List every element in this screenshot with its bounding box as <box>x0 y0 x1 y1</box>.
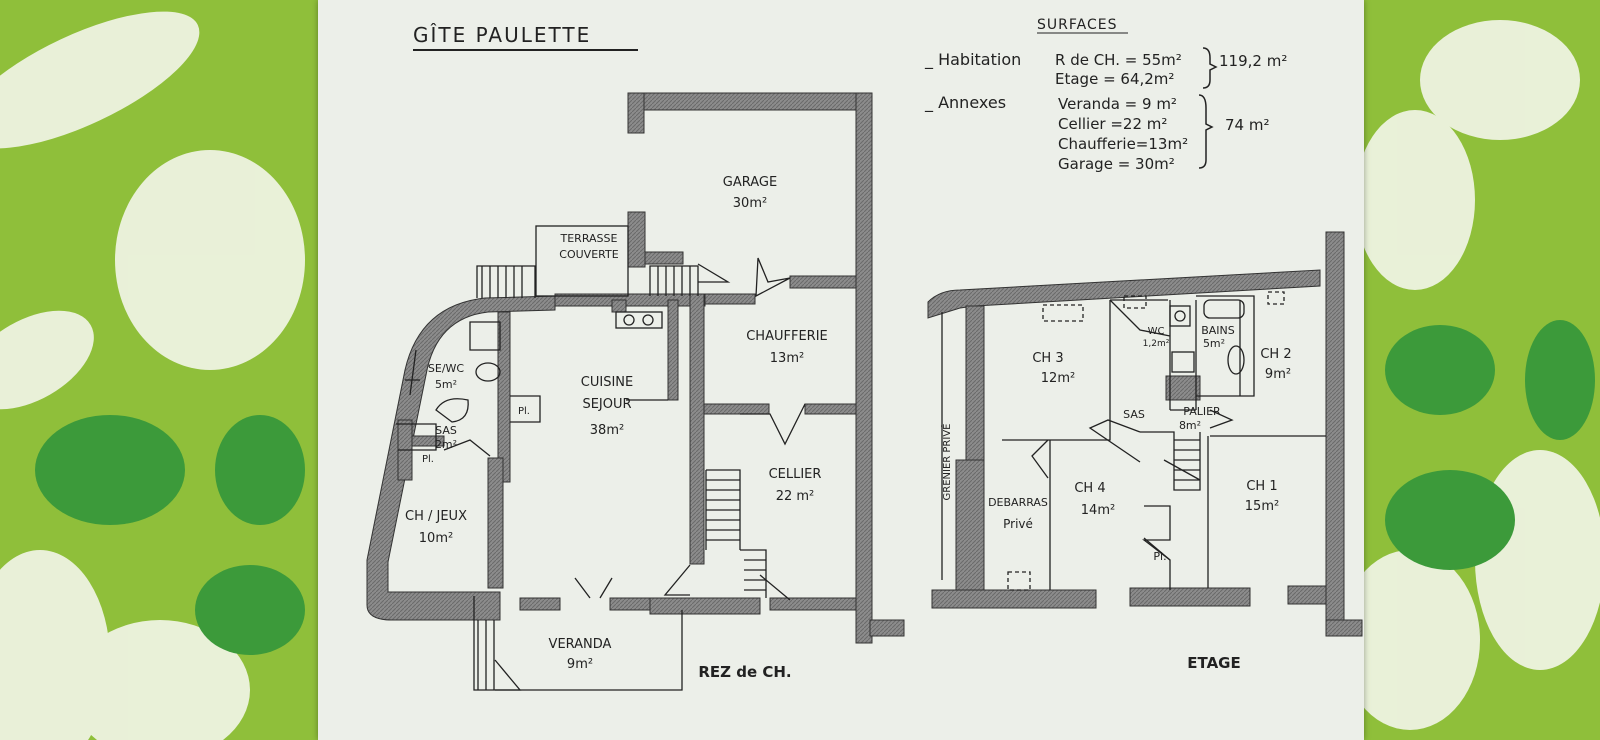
se-wc-label: SE/WC <box>428 362 465 375</box>
wc-area: 1,2m² <box>1143 339 1170 349</box>
upper-floor-label: ETAGE <box>1187 654 1240 672</box>
cellier-area: 22 m² <box>776 489 815 504</box>
cuisine-label: CUISINE <box>581 375 633 390</box>
ch3-area: 12m² <box>1041 371 1075 386</box>
ch1-label: CH 1 <box>1246 479 1277 494</box>
chaufferie-label: CHAUFFERIE <box>746 329 828 344</box>
bains-area: 5m² <box>1203 337 1225 350</box>
habitation-label: _ Habitation <box>924 50 1021 70</box>
ch-jeux-area: 10m² <box>419 531 453 546</box>
ch4-area: 14m² <box>1081 503 1115 518</box>
garage-label: GARAGE <box>723 175 777 190</box>
ch-jeux-label: CH / JEUX <box>405 509 467 524</box>
chaufferie-surface: Chaufferie=13m² <box>1058 135 1188 153</box>
sas-label: SAS <box>435 424 457 437</box>
annexes-label: _ Annexes <box>924 93 1006 113</box>
cellier-label: CELLIER <box>769 467 822 482</box>
terrasse-label-2: COUVERTE <box>559 248 618 261</box>
sas-label-upper: SAS <box>1123 408 1145 421</box>
veranda-label: VERANDA <box>549 637 612 652</box>
garage-area: 30m² <box>733 196 767 211</box>
sejour-area: 38m² <box>590 423 624 438</box>
palier-label: PALIER <box>1183 405 1221 418</box>
wc-label: WC <box>1148 326 1165 337</box>
ch2-label: CH 2 <box>1260 347 1291 362</box>
palier-area: 8m² <box>1179 419 1201 432</box>
upper-floor-plan <box>927 231 1363 637</box>
placard-label-2: Pl. <box>422 454 434 465</box>
ch1-area: 15m² <box>1245 499 1279 514</box>
ground-floor-plan <box>366 92 905 644</box>
ch4-label: CH 4 <box>1074 481 1105 496</box>
placard-label-upper: Pl. <box>1153 550 1166 563</box>
surfaces-table: SURFACES _ Habitation R de CH. = 55m² Et… <box>924 17 1287 173</box>
habitation-total: 119,2 m² <box>1219 52 1287 70</box>
ch2-area: 9m² <box>1265 367 1291 382</box>
chaufferie-area: 13m² <box>770 351 804 366</box>
placard-label: Pl. <box>518 406 530 417</box>
bains-label: BAINS <box>1201 324 1235 337</box>
garage-surface: Garage = 30m² <box>1058 155 1175 173</box>
veranda-area: 9m² <box>567 657 593 672</box>
terrasse-label: TERRASSE <box>560 232 618 245</box>
cellier-surface: Cellier =22 m² <box>1058 115 1167 133</box>
sas-area: 2m² <box>435 438 457 451</box>
debarras-label: DEBARRAS <box>988 496 1048 509</box>
etage-surface: Etage = 64,2m² <box>1055 70 1174 88</box>
plan-title: GÎTE PAULETTE <box>413 23 591 47</box>
surfaces-heading: SURFACES <box>1037 17 1117 33</box>
se-wc-area: 5m² <box>435 378 457 391</box>
ground-floor-label: REZ de CH. <box>698 663 791 681</box>
annexes-total: 74 m² <box>1225 116 1269 134</box>
sejour-label: SEJOUR <box>582 397 631 412</box>
debarras-label-2: Privé <box>1003 517 1033 531</box>
grenier-label: GRENIER PRIVÉ <box>940 424 953 501</box>
ch3-label: CH 3 <box>1032 351 1063 366</box>
rdc-surface: R de CH. = 55m² <box>1055 51 1182 69</box>
veranda-surface: Veranda = 9 m² <box>1058 95 1177 113</box>
